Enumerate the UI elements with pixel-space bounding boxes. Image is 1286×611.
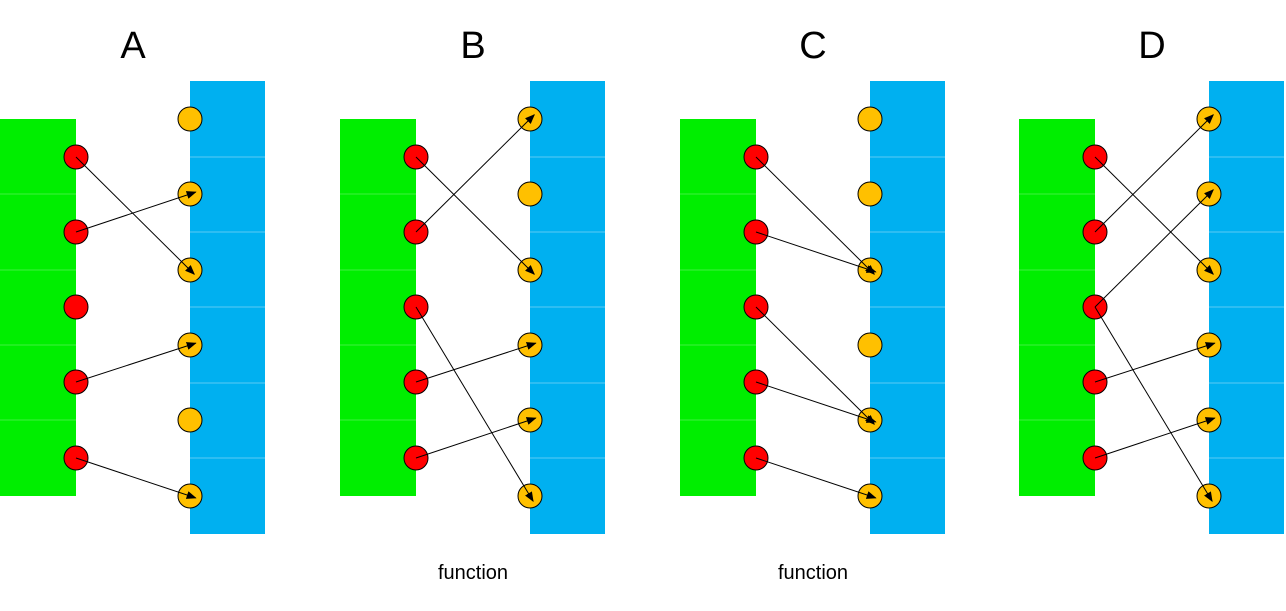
mapping-arrow <box>1094 114 1214 233</box>
mapping-arrows <box>415 114 537 502</box>
panel-label: C <box>799 25 826 67</box>
set-elements <box>743 106 883 509</box>
panel-b: B function <box>340 25 605 584</box>
mapping-arrow <box>755 156 875 275</box>
mapping-arrow <box>755 457 877 499</box>
mapping-arrows <box>755 156 877 499</box>
codomain-element <box>177 407 203 433</box>
panel-a: A <box>0 25 265 534</box>
panel-c: C function <box>680 25 945 584</box>
mapping-arrows <box>1094 114 1216 502</box>
mapping-arrow <box>75 191 197 233</box>
domain-set <box>0 119 76 496</box>
panel-label: A <box>120 25 146 67</box>
mapping-arrow <box>755 231 877 273</box>
domain-set <box>680 119 756 496</box>
mapping-arrow <box>415 306 534 502</box>
codomain-element <box>857 181 883 207</box>
mapping-arrow <box>755 381 877 423</box>
mapping-arrow <box>415 342 537 383</box>
panel-d: D <box>1019 25 1284 534</box>
mapping-arrow <box>75 342 197 383</box>
mapping-arrow <box>755 306 875 425</box>
panel-label: D <box>1138 25 1165 67</box>
set-elements <box>1082 106 1222 509</box>
mapping-arrow <box>415 114 535 233</box>
mapping-arrows <box>75 156 197 499</box>
mapping-arrow <box>1094 417 1216 459</box>
domain-set <box>1019 119 1095 496</box>
mapping-arrow <box>75 457 197 499</box>
codomain-element <box>857 332 883 358</box>
mapping-arrow <box>1094 342 1216 383</box>
set-elements <box>63 106 203 509</box>
codomain-element <box>177 106 203 132</box>
mapping-arrow <box>415 156 535 275</box>
mapping-arrow <box>1094 156 1214 275</box>
panel-label: B <box>460 25 485 67</box>
panel-caption: function <box>438 562 508 584</box>
mapping-arrow <box>1094 189 1214 308</box>
domain-set <box>340 119 416 496</box>
mapping-arrow <box>75 156 195 275</box>
mapping-arrow <box>415 417 537 459</box>
set-elements <box>403 106 543 509</box>
mapping-arrow <box>1094 306 1213 502</box>
panel-caption: function <box>778 562 848 584</box>
domain-element <box>63 294 89 320</box>
codomain-element <box>517 181 543 207</box>
codomain-element <box>857 106 883 132</box>
